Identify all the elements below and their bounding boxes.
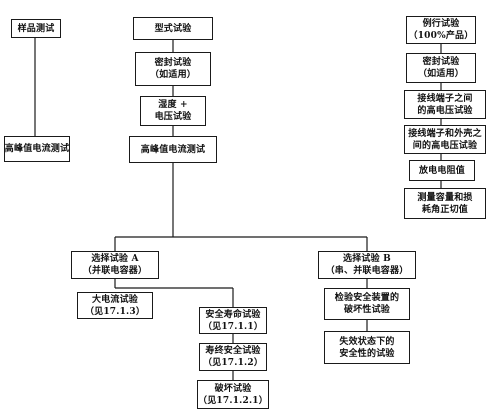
node-hv-between-terminals: 接线端子之间 的高电压试验 xyxy=(404,90,486,119)
node-hv-terminals-case: 接线端子和外壳之 间的高电压试验 xyxy=(404,125,486,154)
node-routine-test: 例行试验 （100%产品） xyxy=(406,16,476,44)
node-option-b: 选择试验 B （串、并联电容器） xyxy=(318,251,416,279)
node-sample-test: 样品测试 xyxy=(11,19,61,38)
node-destruction-test: 破坏试验 （见17.1.2.1） xyxy=(197,380,269,409)
node-sample-peak-current: 高峰值电流测试 xyxy=(4,136,70,162)
node-option-a: 选择试验 A （并联电容器） xyxy=(71,251,159,279)
node-safety-life-test: 安全寿命试验 （见17.1.1） xyxy=(199,307,267,334)
node-high-current-test: 大电流试验 （见17.1.3） xyxy=(77,292,153,319)
node-type-peak-current: 高峰值电流测试 xyxy=(129,136,217,163)
node-type-test: 型式试验 xyxy=(133,17,213,40)
node-end-of-life-safety: 寿终安全试验 （见17.1.2） xyxy=(199,343,267,371)
node-capacitance-loss: 测量容量和损 耗角正切值 xyxy=(404,188,486,219)
node-seal-test-type: 密封试验 （如适用） xyxy=(135,52,211,86)
node-humidity-voltage: 湿度 + 电压试验 xyxy=(140,96,206,126)
node-discharge-resistor: 放电电阻值 xyxy=(409,160,475,181)
node-safety-device-test: 检验安全装置的 破坏性试验 xyxy=(324,288,410,320)
node-seal-test-routine: 密封试验 （如适用） xyxy=(406,53,476,83)
node-failure-state-safety: 失效状态下的 安全性的试验 xyxy=(324,331,410,364)
